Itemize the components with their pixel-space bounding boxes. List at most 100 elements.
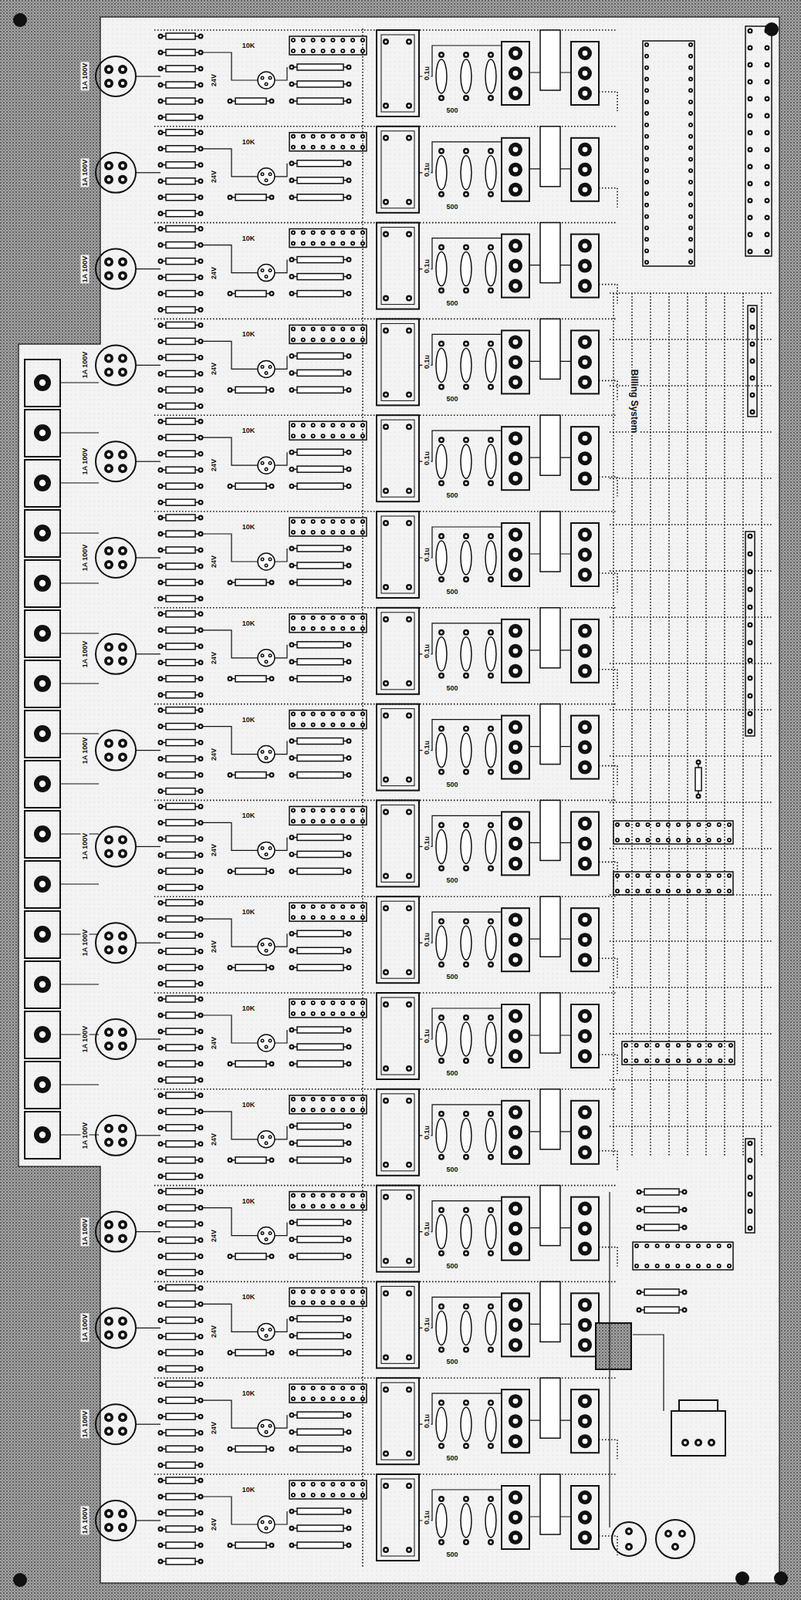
- drill-hole: [199, 549, 203, 552]
- drill-hole: [384, 811, 387, 814]
- solder-pad: [438, 1014, 445, 1021]
- drill-hole: [121, 851, 126, 856]
- drill-hole: [199, 100, 203, 103]
- solder-pad: [158, 723, 164, 730]
- drill-hole: [199, 308, 203, 311]
- drill-hole: [292, 435, 295, 437]
- copper-trace: [274, 1126, 288, 1140]
- solder-pad: [158, 500, 164, 506]
- solder-pad: [346, 948, 352, 954]
- drill-hole: [269, 943, 271, 946]
- solder-pad: [321, 519, 326, 524]
- solder-pad: [198, 965, 204, 971]
- drill-hole: [582, 764, 589, 771]
- resistor-symbol: [165, 756, 196, 763]
- solder-pad: [198, 1029, 204, 1035]
- drill-hole: [159, 100, 163, 103]
- drill-hole: [464, 1112, 467, 1116]
- drill-hole: [439, 1112, 443, 1116]
- solder-pad: [300, 37, 306, 43]
- drill-hole: [199, 324, 203, 327]
- solder-pad: [340, 1011, 345, 1017]
- resistor-symbol: [165, 996, 196, 1003]
- solder-pad: [310, 37, 316, 43]
- solder-pad: [310, 807, 316, 813]
- drill-hole: [489, 963, 492, 967]
- drill-hole: [159, 452, 163, 456]
- resistor-symbol: [165, 1012, 196, 1019]
- drill-hole: [341, 242, 344, 244]
- screw-terminal: [571, 1004, 599, 1068]
- solder-pad: [577, 953, 592, 967]
- drill-hole: [159, 147, 163, 150]
- solder-pad: [198, 194, 204, 200]
- connector-block: [24, 911, 61, 959]
- drill-hole: [302, 617, 305, 619]
- drill-hole: [582, 1013, 589, 1020]
- solder-pad: [438, 340, 445, 347]
- solder-pad: [198, 290, 204, 297]
- solder-pad: [158, 307, 164, 313]
- drill-hole: [361, 39, 364, 41]
- drill-hole: [199, 1030, 203, 1034]
- copper-trace: [361, 28, 364, 123]
- drill-hole: [348, 258, 351, 261]
- solder-pad: [289, 466, 295, 473]
- drill-hole: [312, 146, 315, 149]
- solder-pad: [268, 461, 273, 466]
- solder-pad: [198, 1061, 204, 1068]
- connector-block: [24, 760, 61, 808]
- solder-pad: [382, 231, 389, 238]
- copper-trace: [609, 755, 772, 758]
- solder-pad: [289, 642, 295, 648]
- relay-outline: [376, 30, 420, 117]
- solder-pad: [321, 807, 326, 813]
- resistor-symbol: [235, 772, 267, 779]
- drill-hole: [331, 338, 334, 341]
- capacitor-symbol: [435, 829, 447, 864]
- solder-pad: [350, 915, 355, 920]
- solder-pad: [340, 326, 345, 332]
- drill-hole: [199, 598, 203, 601]
- drill-hole: [348, 451, 351, 454]
- drill-hole: [199, 356, 203, 359]
- drill-hole: [159, 612, 163, 616]
- solder-pad: [158, 82, 164, 88]
- solder-pad: [289, 483, 295, 490]
- drill-hole: [464, 1059, 467, 1062]
- solder-pad: [346, 642, 352, 648]
- drill-hole: [321, 531, 324, 534]
- solder-pad: [260, 461, 265, 466]
- solder-pad: [346, 546, 352, 552]
- drill-hole: [439, 824, 443, 827]
- drill-hole: [290, 258, 294, 261]
- copper-trace: [60, 733, 99, 734]
- screw-terminal: [571, 41, 599, 105]
- resistor-symbol: [297, 369, 344, 376]
- solder-pad: [577, 760, 592, 775]
- copper-trace: [135, 846, 161, 848]
- resistor-symbol: [297, 659, 344, 666]
- drill-hole: [513, 379, 519, 386]
- drill-hole: [199, 902, 203, 905]
- relay-outline: [376, 511, 420, 599]
- solder-pad: [264, 659, 269, 664]
- solder-pad: [33, 875, 51, 893]
- drill-hole: [269, 270, 271, 272]
- drill-hole: [407, 714, 410, 717]
- solder-pad: [577, 1029, 592, 1044]
- solder-pad: [118, 945, 128, 955]
- drill-hole: [159, 243, 163, 247]
- drill-hole: [361, 242, 364, 244]
- drill-hole: [265, 661, 267, 663]
- resistor-symbol: [165, 948, 196, 955]
- solder-pad: [290, 530, 296, 535]
- solder-pad: [310, 241, 316, 247]
- solder-pad: [198, 949, 204, 955]
- solder-pad: [577, 644, 592, 659]
- drill-hole: [464, 439, 467, 442]
- drill-hole: [270, 485, 274, 488]
- drill-hole: [39, 931, 46, 938]
- drill-hole: [489, 577, 492, 581]
- drill-hole: [489, 246, 492, 249]
